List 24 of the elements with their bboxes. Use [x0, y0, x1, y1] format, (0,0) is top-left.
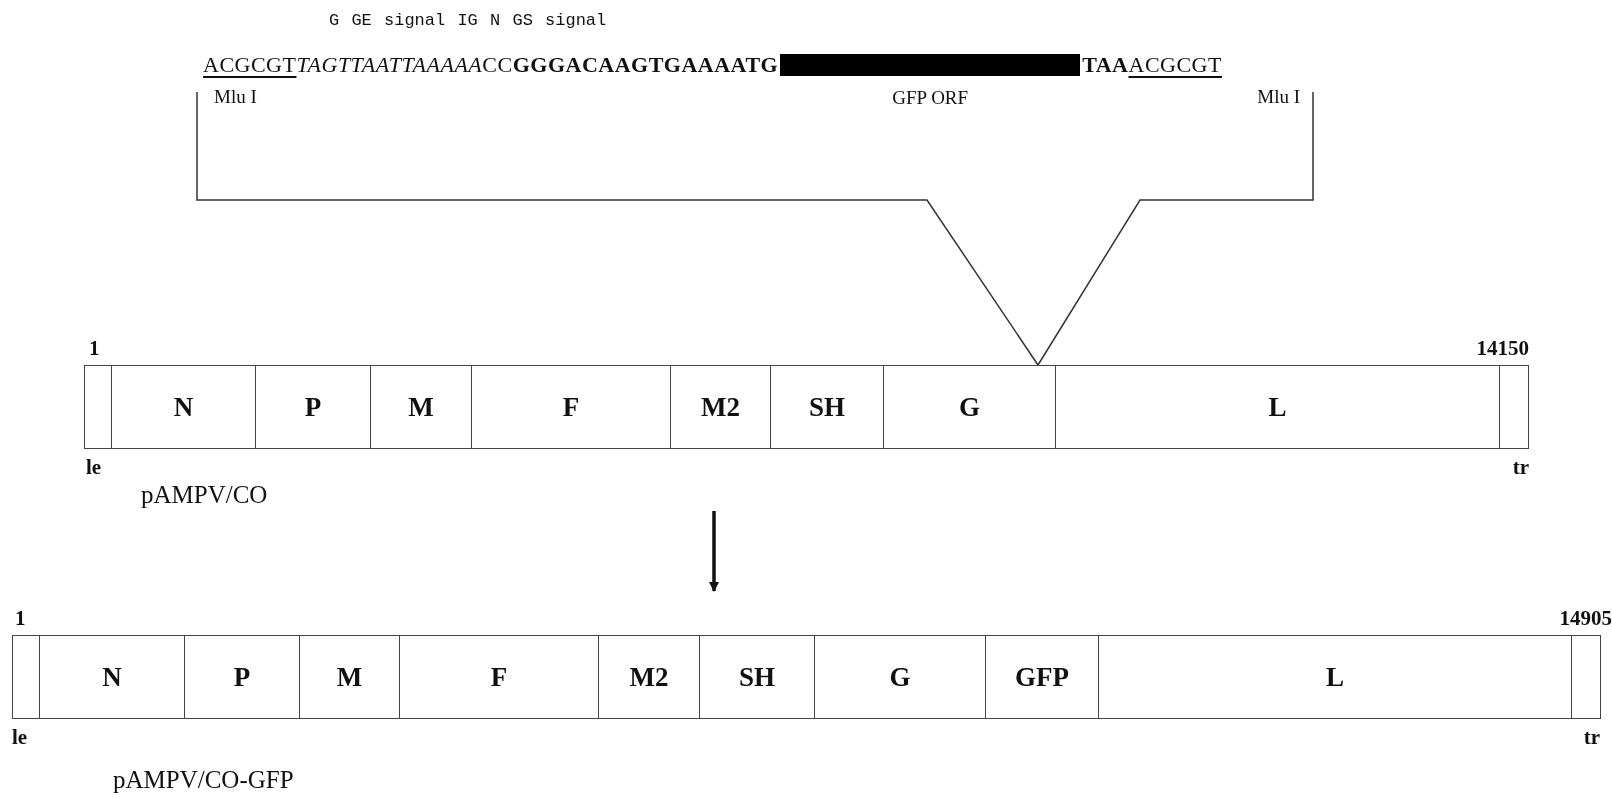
arrow [709, 511, 719, 592]
genome-bar [12, 635, 1601, 719]
end-label: le [86, 457, 102, 478]
end-label: le [12, 727, 28, 748]
orf-label: GFP ORF [891, 88, 970, 107]
position-number: 1 [15, 608, 26, 629]
stop-codon: TAA [1082, 54, 1129, 76]
construct-name: pAMPV/CO-GFP [113, 767, 294, 792]
end-label: tr [1512, 457, 1529, 478]
construct-name: pAMPV/CO [141, 482, 268, 507]
genome-bar [84, 365, 1529, 449]
restriction-site-sequence: ACGCGT [203, 54, 297, 76]
spacer-sequence: CC [482, 54, 513, 76]
end-label: tr [1583, 727, 1600, 748]
sequence-annotation: G GE signal IG N GS signal [329, 12, 607, 29]
signal-sequence: TAGTTAATTAAAAA [296, 54, 483, 76]
site-name: Mlu I [214, 87, 257, 106]
position-number: 14905 [1559, 608, 1612, 629]
start-sequence: GGGACAAGTGAAAATG [512, 54, 779, 76]
site-name: Mlu I [1257, 87, 1300, 106]
position-number: 14150 [1476, 338, 1529, 359]
orf-bar [780, 54, 1081, 76]
position-number: 1 [89, 338, 100, 359]
restriction-site-sequence: ACGCGT [1128, 54, 1222, 76]
